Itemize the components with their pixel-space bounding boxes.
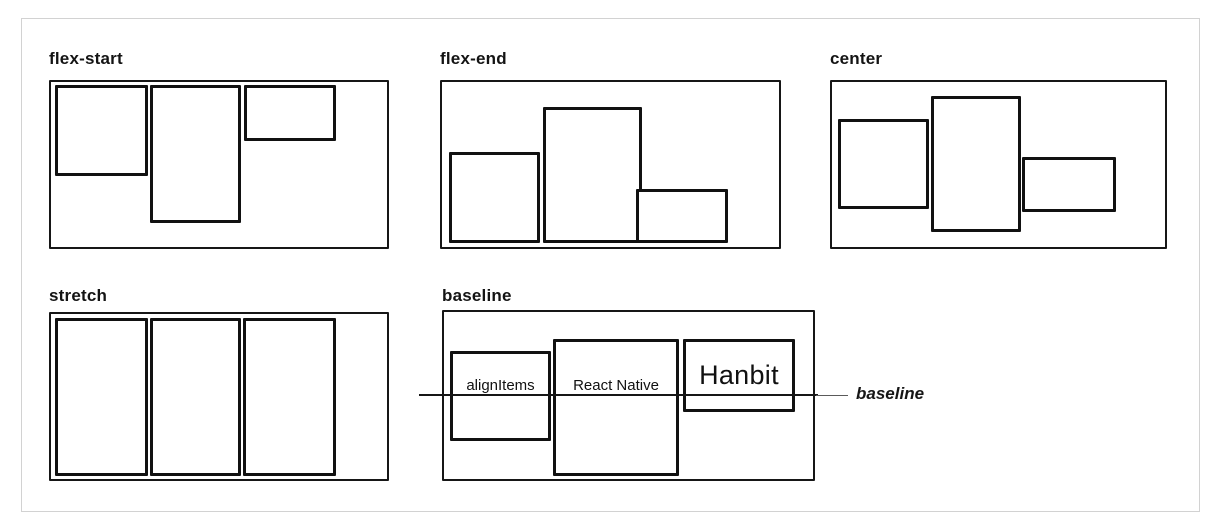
baseline-item-hanbit: Hanbit	[683, 339, 795, 412]
baseline-item-align-items: alignItems	[450, 351, 551, 441]
flex-start-item-2	[150, 85, 241, 223]
section-title-flex-start: flex-start	[49, 49, 123, 68]
center-item-1	[838, 119, 929, 209]
baseline-item-react-native-label: React Native	[573, 377, 659, 394]
baseline-leader-line	[816, 395, 848, 396]
baseline-reference-line	[419, 394, 818, 396]
flex-end-item-2	[543, 107, 642, 243]
section-title-stretch: stretch	[49, 286, 108, 305]
center-item-3	[1022, 157, 1116, 212]
flex-start-item-1	[55, 85, 148, 176]
stretch-item-3	[243, 318, 336, 476]
section-title-center: center	[830, 49, 883, 68]
baseline-item-hanbit-label: Hanbit	[699, 360, 779, 390]
flex-start-item-3	[244, 85, 336, 141]
baseline-item-align-items-label: alignItems	[466, 377, 535, 394]
center-item-2	[931, 96, 1021, 232]
section-title-baseline: baseline	[442, 286, 512, 305]
stretch-item-2	[150, 318, 241, 476]
section-title-flex-end: flex-end	[440, 49, 507, 68]
baseline-caption: baseline	[856, 384, 925, 403]
flex-end-item-3	[636, 189, 728, 243]
flex-end-item-1	[449, 152, 540, 243]
stretch-item-1	[55, 318, 148, 476]
baseline-item-react-native: React Native	[553, 339, 679, 476]
